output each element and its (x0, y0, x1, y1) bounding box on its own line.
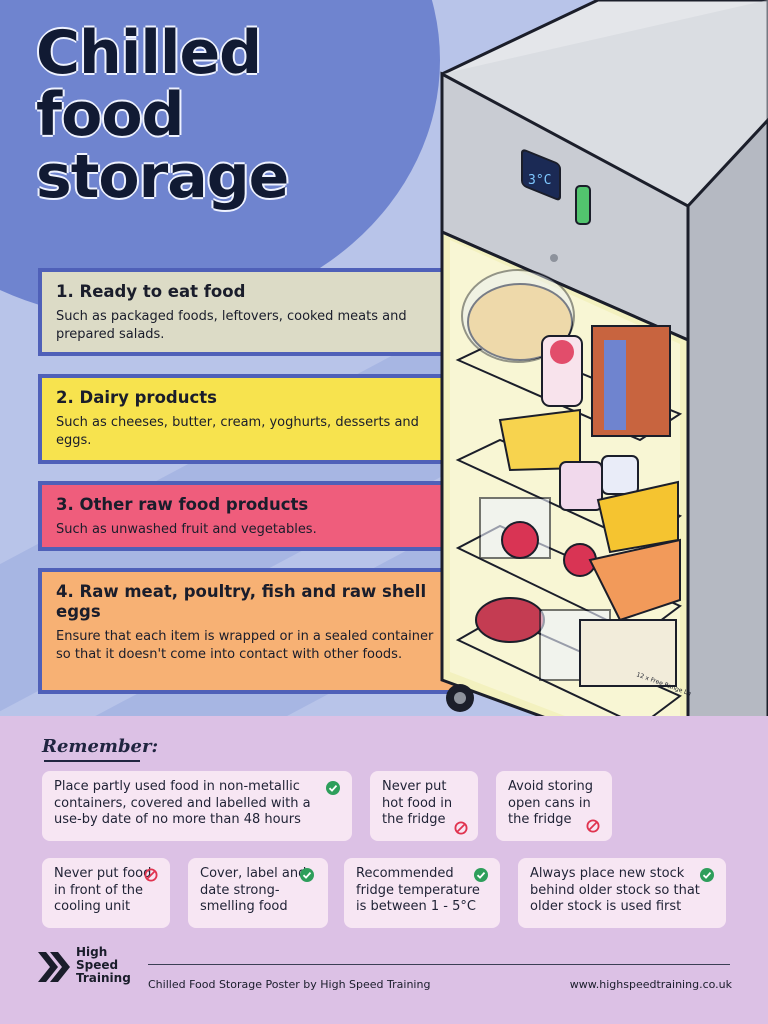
remember-heading: Remember: (42, 736, 159, 757)
tip-text: Recommended fridge temperature is betwee… (356, 866, 480, 914)
tip-text: Never put food in front of the cooling u… (54, 866, 152, 914)
tip-card: Avoid storing open cans in the fridge (496, 771, 612, 841)
prohibited-icon (586, 819, 600, 833)
shelf-description: Ensure that each item is wrapped or in a… (56, 629, 434, 662)
tip-card: Never put hot food in the fridge (370, 771, 478, 841)
shelf-card-raw-meat: 4. Raw meat, poultry, fish and raw shell… (38, 568, 468, 694)
tip-text: Avoid storing open cans in the fridge (508, 779, 594, 827)
tip-card: Place partly used food in non-metallic c… (42, 771, 352, 841)
footer-credit: Chilled Food Storage Poster by High Spee… (148, 978, 431, 991)
fridge-illustration: 3°C 12 x Free Range Lg (440, 0, 768, 820)
shelf-description: Such as packaged foods, leftovers, cooke… (56, 309, 407, 342)
fridge-temperature-display: 3°C (528, 173, 551, 188)
tip-card: Always place new stock behind older stoc… (518, 858, 726, 928)
shelf-heading: 2. Dairy products (56, 388, 217, 407)
check-icon (300, 868, 314, 882)
tip-card: Recommended fridge temperature is betwee… (344, 858, 500, 928)
title-line: food (36, 80, 185, 150)
high-speed-training-logo-icon (38, 952, 70, 982)
prohibited-icon (144, 868, 158, 882)
shelf-card-other-raw: 3. Other raw food products Such as unwas… (38, 481, 468, 551)
tip-card: Cover, label and date strong-smelling fo… (188, 858, 328, 928)
shelf-description: Such as cheeses, butter, cream, yoghurts… (56, 415, 419, 448)
footer-divider (148, 964, 730, 965)
shelf-heading: 4. Raw meat, poultry, fish and raw shell… (56, 582, 427, 621)
title-line: Chilled (36, 18, 262, 88)
check-icon (474, 868, 488, 882)
shelf-heading: 3. Other raw food products (56, 495, 309, 514)
shelf-card-dairy: 2. Dairy products Such as cheeses, butte… (38, 374, 468, 464)
logo-text: High Speed Training (76, 945, 131, 985)
tip-text: Place partly used food in non-metallic c… (54, 779, 311, 827)
title-line: storage (36, 142, 289, 212)
tip-text: Never put hot food in the fridge (382, 779, 453, 827)
check-icon (326, 781, 340, 795)
prohibited-icon (454, 821, 468, 835)
check-icon (700, 868, 714, 882)
shelf-description: Such as unwashed fruit and vegetables. (56, 522, 317, 537)
tip-text: Cover, label and date strong-smelling fo… (200, 866, 307, 914)
footer-url[interactable]: www.highspeedtraining.co.uk (569, 978, 732, 991)
poster-title: Chilled food storage (36, 18, 289, 212)
remember-underline (44, 760, 140, 762)
shelf-card-ready-to-eat: 1. Ready to eat food Such as packaged fo… (38, 268, 468, 356)
tip-text: Always place new stock behind older stoc… (530, 866, 700, 914)
shelf-heading: 1. Ready to eat food (56, 282, 246, 301)
tip-card: Never put food in front of the cooling u… (42, 858, 170, 928)
